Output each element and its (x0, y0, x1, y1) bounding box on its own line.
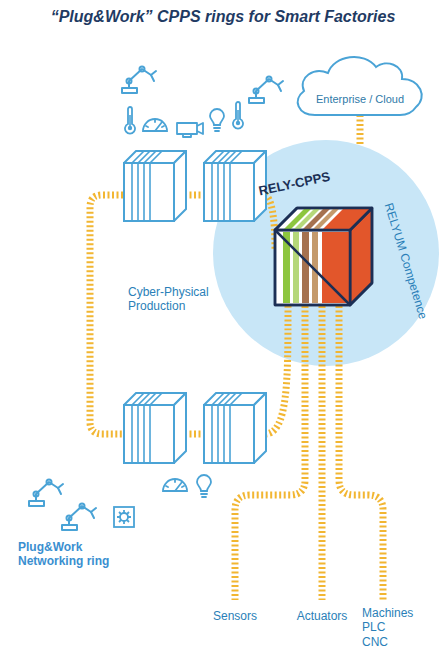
io-label: Actuators (297, 609, 348, 623)
cloud-label: Enterprise / Cloud (316, 93, 404, 105)
bulb-icon (210, 109, 224, 131)
gauge-icon (143, 119, 167, 131)
cpps-cube (204, 151, 266, 221)
io-label: Sensors (213, 609, 257, 623)
robot-icon (249, 77, 283, 104)
ring-wire (90, 195, 123, 434)
io-label: Machines PLC CNC (362, 606, 413, 649)
network-wire (90, 195, 383, 600)
camera-icon (177, 123, 203, 137)
machine-wire (339, 306, 383, 600)
cloud-shape (298, 57, 422, 115)
thermometer-icon (125, 107, 135, 134)
robot-icon (62, 504, 96, 531)
bulb-icon (197, 475, 211, 497)
cpps-cube (204, 393, 266, 463)
ring-wire (265, 306, 288, 434)
gearbox-icon (114, 507, 134, 527)
title: “Plug&Work” CPPS rings for Smart Factori… (51, 8, 396, 26)
gauge-icon (163, 479, 187, 491)
actuator-wire (319, 306, 326, 600)
ring-wire (185, 192, 203, 199)
cloud-node: Enterprise / Cloud (290, 45, 430, 120)
ring-label: Plug&Work Networking ring (18, 540, 130, 569)
network-link (357, 115, 364, 145)
ring-wire (185, 431, 203, 438)
rely-cpps-cube (275, 208, 372, 305)
robot-icon (122, 67, 156, 94)
cpps-cube (124, 151, 186, 221)
cloud-outline (290, 45, 430, 120)
robot-icon (29, 480, 63, 507)
region-label: Cyber-Physical Production (128, 285, 223, 314)
cpps-cube (124, 393, 186, 463)
thermometer-icon (233, 102, 243, 129)
